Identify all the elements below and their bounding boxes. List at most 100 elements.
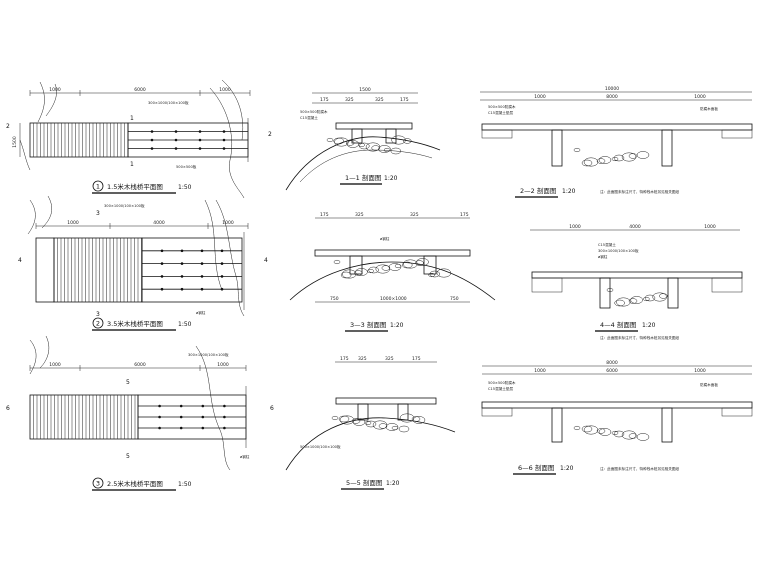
svg-text:ø钢柱: ø钢柱 bbox=[240, 454, 250, 459]
rock-fill bbox=[436, 268, 452, 278]
section-3-3: 175 325 325 175 750 1000×1000 750 ø钢柱 3—… bbox=[289, 212, 496, 332]
svg-text:500×1000/100×100板: 500×1000/100×100板 bbox=[300, 444, 341, 449]
rock-fill bbox=[596, 158, 606, 164]
bolt-marker bbox=[223, 415, 226, 419]
rock-fill bbox=[333, 137, 344, 145]
abutment bbox=[721, 129, 753, 139]
rock-fill bbox=[581, 425, 593, 433]
rock-fill bbox=[354, 270, 363, 276]
bolt-marker bbox=[223, 426, 226, 430]
svg-text:1000: 1000 bbox=[534, 368, 546, 374]
svg-text:1000: 1000 bbox=[67, 220, 79, 226]
svg-text:2: 2 bbox=[268, 131, 272, 138]
bolt-marker bbox=[222, 130, 226, 133]
pier bbox=[551, 407, 563, 443]
bolt-marker bbox=[179, 426, 183, 430]
rock-fill bbox=[351, 418, 361, 424]
bolt-marker bbox=[150, 138, 154, 142]
rock-fill bbox=[334, 137, 349, 147]
rock-fill bbox=[398, 425, 410, 433]
section-1-1: 1500 175 325 325 175 500×500防腐木 C15混凝土 1… bbox=[285, 87, 441, 191]
rock-fill bbox=[583, 157, 599, 167]
pier bbox=[661, 407, 673, 443]
svg-text:8000: 8000 bbox=[606, 360, 618, 366]
rock-fill bbox=[365, 420, 377, 428]
svg-text:1000: 1000 bbox=[534, 94, 546, 100]
svg-text:1000: 1000 bbox=[694, 94, 706, 100]
section-mark: 5 bbox=[126, 453, 130, 460]
bolt-marker bbox=[160, 287, 164, 291]
rock-fill bbox=[326, 137, 334, 143]
rock-fill bbox=[339, 415, 355, 425]
terrain-line bbox=[204, 199, 245, 317]
section-mark: 1 bbox=[130, 161, 134, 168]
section-scale: 1:20 bbox=[384, 175, 398, 182]
svg-text:ø钢柱: ø钢柱 bbox=[196, 310, 206, 315]
rock-fill bbox=[378, 145, 391, 153]
plan-note: 300×1000/100×100板 bbox=[148, 100, 189, 105]
deck-planks bbox=[29, 394, 139, 440]
svg-text:1500: 1500 bbox=[359, 87, 371, 93]
rock-fill bbox=[429, 270, 441, 278]
section-note: 注：此面图未标注尺寸，特种栈木桩另见相关图纸 bbox=[600, 466, 679, 471]
rock-fill bbox=[383, 147, 391, 153]
arch-ground bbox=[285, 136, 441, 191]
bolt-marker bbox=[158, 415, 161, 419]
svg-text:325: 325 bbox=[355, 212, 364, 218]
svg-text:4000: 4000 bbox=[153, 220, 165, 226]
svg-text:4: 4 bbox=[18, 257, 22, 264]
svg-text:300×1000/100×100板: 300×1000/100×100板 bbox=[188, 352, 229, 357]
svg-text:1000×1000: 1000×1000 bbox=[380, 296, 407, 302]
rock-fill bbox=[621, 430, 637, 440]
svg-text:1500: 1500 bbox=[12, 136, 18, 148]
terrain-line bbox=[19, 139, 31, 171]
drawing-number-badge bbox=[92, 180, 104, 192]
svg-text:8000: 8000 bbox=[606, 94, 618, 100]
svg-text:1: 1 bbox=[96, 183, 100, 191]
drawing-number-badge bbox=[92, 477, 104, 489]
bolt-marker bbox=[220, 262, 224, 265]
pier bbox=[357, 403, 369, 421]
abutment-left bbox=[35, 237, 55, 303]
plan-3: 1000 6000 1000 5 5 6 6 300×1000/100×100板… bbox=[6, 335, 274, 491]
dim-mid: 6000 bbox=[134, 87, 146, 93]
bolt-marker bbox=[201, 426, 205, 430]
section-2-2: 10000 1000 8000 1000 500×500防腐木 C15混凝土垫层… bbox=[480, 86, 753, 198]
svg-text:6000: 6000 bbox=[606, 368, 618, 374]
svg-text:C15混凝土: C15混凝土 bbox=[598, 242, 616, 247]
rock-fill bbox=[378, 423, 388, 429]
plan-scale: 1:50 bbox=[178, 481, 192, 488]
svg-text:防腐木面板: 防腐木面板 bbox=[700, 106, 718, 111]
bolt-marker bbox=[200, 275, 204, 278]
plan-scale: 1:50 bbox=[178, 321, 192, 328]
svg-text:4: 4 bbox=[264, 257, 268, 264]
rock-fill bbox=[403, 138, 412, 144]
section-title: 4—4 剖面图 bbox=[600, 320, 636, 329]
bolt-marker bbox=[198, 130, 202, 133]
arch-ground bbox=[285, 417, 456, 471]
plan-title: 1.5米木栈桥平面图 bbox=[107, 182, 163, 191]
rock-fill bbox=[403, 259, 418, 269]
svg-text:ø钢柱: ø钢柱 bbox=[598, 254, 608, 259]
rock-fill bbox=[368, 266, 379, 274]
rock-fill bbox=[628, 298, 638, 304]
svg-text:4000: 4000 bbox=[629, 224, 641, 230]
deck-slab bbox=[481, 401, 753, 409]
svg-text:C15混凝土: C15混凝土 bbox=[300, 115, 318, 120]
svg-text:1000: 1000 bbox=[704, 224, 716, 230]
rock-fill bbox=[596, 428, 606, 434]
svg-text:C15混凝土垫层: C15混凝土垫层 bbox=[488, 110, 513, 115]
rock-fill bbox=[621, 152, 637, 162]
svg-text:300×1000/100×100板: 300×1000/100×100板 bbox=[598, 248, 639, 253]
svg-text:500×500防腐木: 500×500防腐木 bbox=[488, 380, 516, 385]
pier bbox=[385, 128, 397, 144]
bolt-marker bbox=[220, 275, 224, 278]
rock-fill bbox=[411, 416, 421, 422]
bolt-marker bbox=[222, 147, 226, 150]
rock-fill bbox=[371, 145, 380, 151]
rock-fill bbox=[614, 299, 625, 307]
svg-text:500×500板: 500×500板 bbox=[176, 164, 197, 169]
rock-fill bbox=[659, 293, 668, 299]
section-note: 注：此面图未标注尺寸，特种栈木桩另见相关图纸 bbox=[600, 189, 679, 194]
